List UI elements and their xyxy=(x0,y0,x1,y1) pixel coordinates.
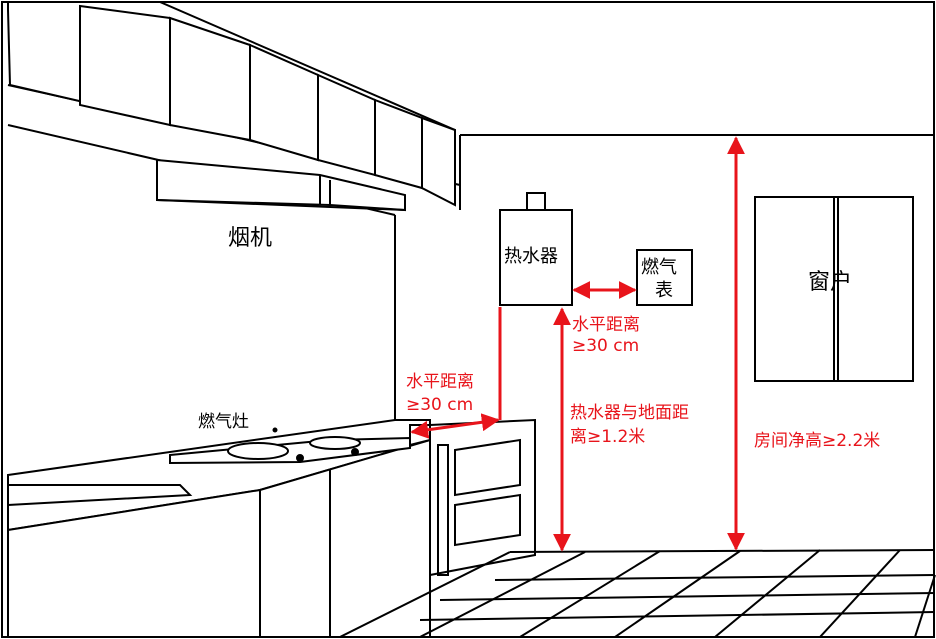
range-hood xyxy=(156,158,406,212)
water-heater xyxy=(499,192,573,306)
dimension-labels: 水平距离 ≥30 cm 水平距离 ≥30 cm 热水器与地面距 离≥1.2米 房… xyxy=(406,315,880,451)
drawers xyxy=(437,438,521,576)
meter-label-1: 燃气 xyxy=(641,257,677,278)
horizontal-distance-label-2b: ≥30 cm xyxy=(406,395,473,415)
hood-label: 烟机 xyxy=(228,226,272,251)
horizontal-distance-label-2a: 水平距离 xyxy=(406,372,474,392)
horizontal-distance-label-1a: 水平距离 xyxy=(572,315,640,335)
meter-label-2: 表 xyxy=(655,280,673,301)
room-height-label: 房间净高≥2.2米 xyxy=(754,431,880,451)
object-labels: 烟机 热水器 燃气 表 窗户 燃气灶 xyxy=(198,226,852,432)
upper-cabinets xyxy=(7,0,456,207)
heater-label: 热水器 xyxy=(504,246,558,267)
stove-label: 燃气灶 xyxy=(198,412,249,432)
window-label: 窗户 xyxy=(808,270,852,295)
window xyxy=(754,196,914,382)
gas-stove-drawing xyxy=(169,427,411,465)
heater-floor-label-1: 热水器与地面距 xyxy=(570,403,689,423)
floor xyxy=(339,549,936,638)
stove-pipe-arrow xyxy=(410,413,500,439)
dimension-arrows xyxy=(410,136,745,552)
horizontal-distance-label-1b: ≥30 cm xyxy=(572,336,639,356)
sink xyxy=(7,484,193,506)
gas-meter xyxy=(636,249,693,306)
heater-floor-label-2: 离≥1.2米 xyxy=(570,427,645,447)
